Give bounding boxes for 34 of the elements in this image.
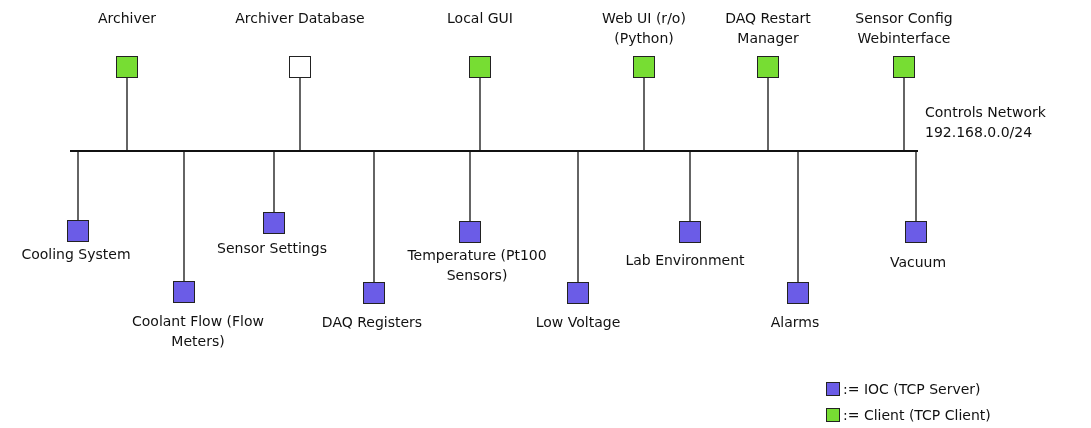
component-label: Cooling System [20,245,132,264]
legend-label: := Client (TCP Client) [843,407,991,423]
connector-line [373,151,375,283]
connector-line [797,151,799,283]
connector-line [689,151,691,222]
network-label: Controls Network 192.168.0.0/24 [925,103,1047,142]
connector-line [643,77,645,151]
component-label: Low Voltage [534,313,622,332]
connector-line [469,151,471,222]
component-label: Sensor Settings [216,239,328,258]
connector-line [577,151,579,283]
component-label: Temperature (Pt100 Sensors) [407,246,547,285]
legend-label: := IOC (TCP Server) [843,381,981,397]
component-label: DAQ Registers [320,313,424,332]
connector-line [903,77,905,151]
connector-line [479,77,481,151]
component-label: Archiver Database [234,9,366,28]
component-label: Archiver [96,9,158,28]
connector-line [273,151,275,213]
component-label: Web UI (r/o) (Python) [601,9,687,48]
connector-line [126,77,128,151]
network-bus-line [70,150,918,152]
connector-line [299,77,301,151]
component-label: DAQ Restart Manager [724,9,812,48]
connector-line [915,151,917,222]
component-label: Vacuum [888,253,948,272]
component-label: Coolant Flow (Flow Meters) [131,312,265,351]
component-label: Sensor Config Webinterface [854,9,954,48]
component-label: Local GUI [446,9,514,28]
connector-line [77,151,79,221]
component-label: Lab Environment [624,251,746,270]
connector-line [183,151,185,282]
component-label: Alarms [769,313,821,332]
connector-line [767,77,769,151]
